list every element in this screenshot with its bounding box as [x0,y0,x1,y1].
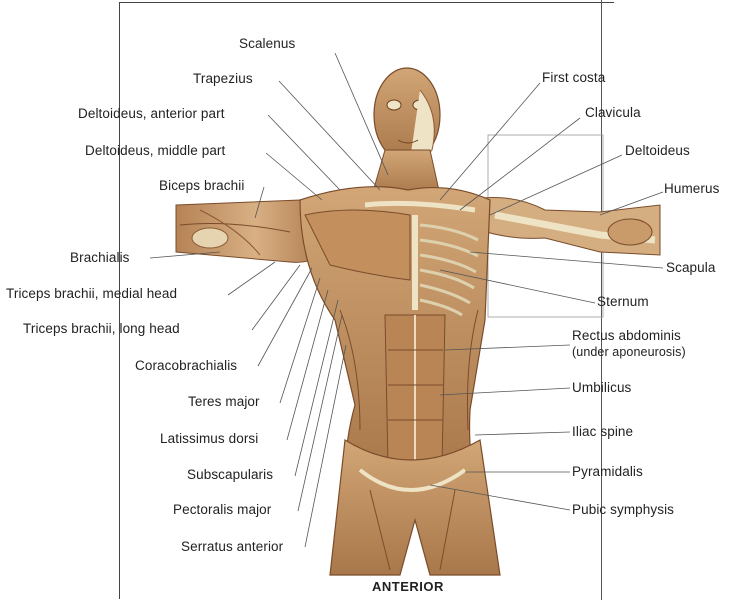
label-pubic: Pubic symphysis [572,502,674,518]
label-scapula: Scapula [666,260,716,276]
label-pyramidalis: Pyramidalis [572,464,643,480]
label-clavicula: Clavicula [585,105,641,121]
label-coracobrachialis: Coracobrachialis [135,358,237,374]
label-iliac: Iliac spine [572,424,633,440]
label-first-costa: First costa [542,70,605,86]
label-humerus: Humerus [664,181,719,197]
label-deltoideus: Deltoideus [625,143,690,159]
pelvis-legs [330,440,500,575]
label-subscapularis: Subscapularis [187,467,273,483]
label-deltoideus-middle: Deltoideus, middle part [85,143,225,159]
label-triceps-medial: Triceps brachii, medial head [6,286,177,302]
label-umbilicus: Umbilicus [572,380,631,396]
label-rectus-2: (under aponeurosis) [572,344,686,360]
label-deltoideus-anterior: Deltoideus, anterior part [78,106,225,122]
label-trapezius: Trapezius [193,71,253,87]
label-rectus-1: Rectus abdominis [572,328,681,344]
torso [300,187,490,480]
label-sternum: Sternum [597,294,649,310]
label-pectoralis: Pectoralis major [173,502,271,518]
label-triceps-long: Triceps brachii, long head [23,321,180,337]
label-biceps: Biceps brachii [159,178,244,194]
figure-caption: ANTERIOR [372,579,444,594]
label-latissimus: Latissimus dorsi [160,431,258,447]
right-arm [470,198,660,255]
label-teres-major: Teres major [188,394,260,410]
label-scalenus: Scalenus [239,36,295,52]
label-serratus: Serratus anterior [181,539,283,555]
label-brachialis: Brachialis [70,250,130,266]
head [374,68,440,162]
